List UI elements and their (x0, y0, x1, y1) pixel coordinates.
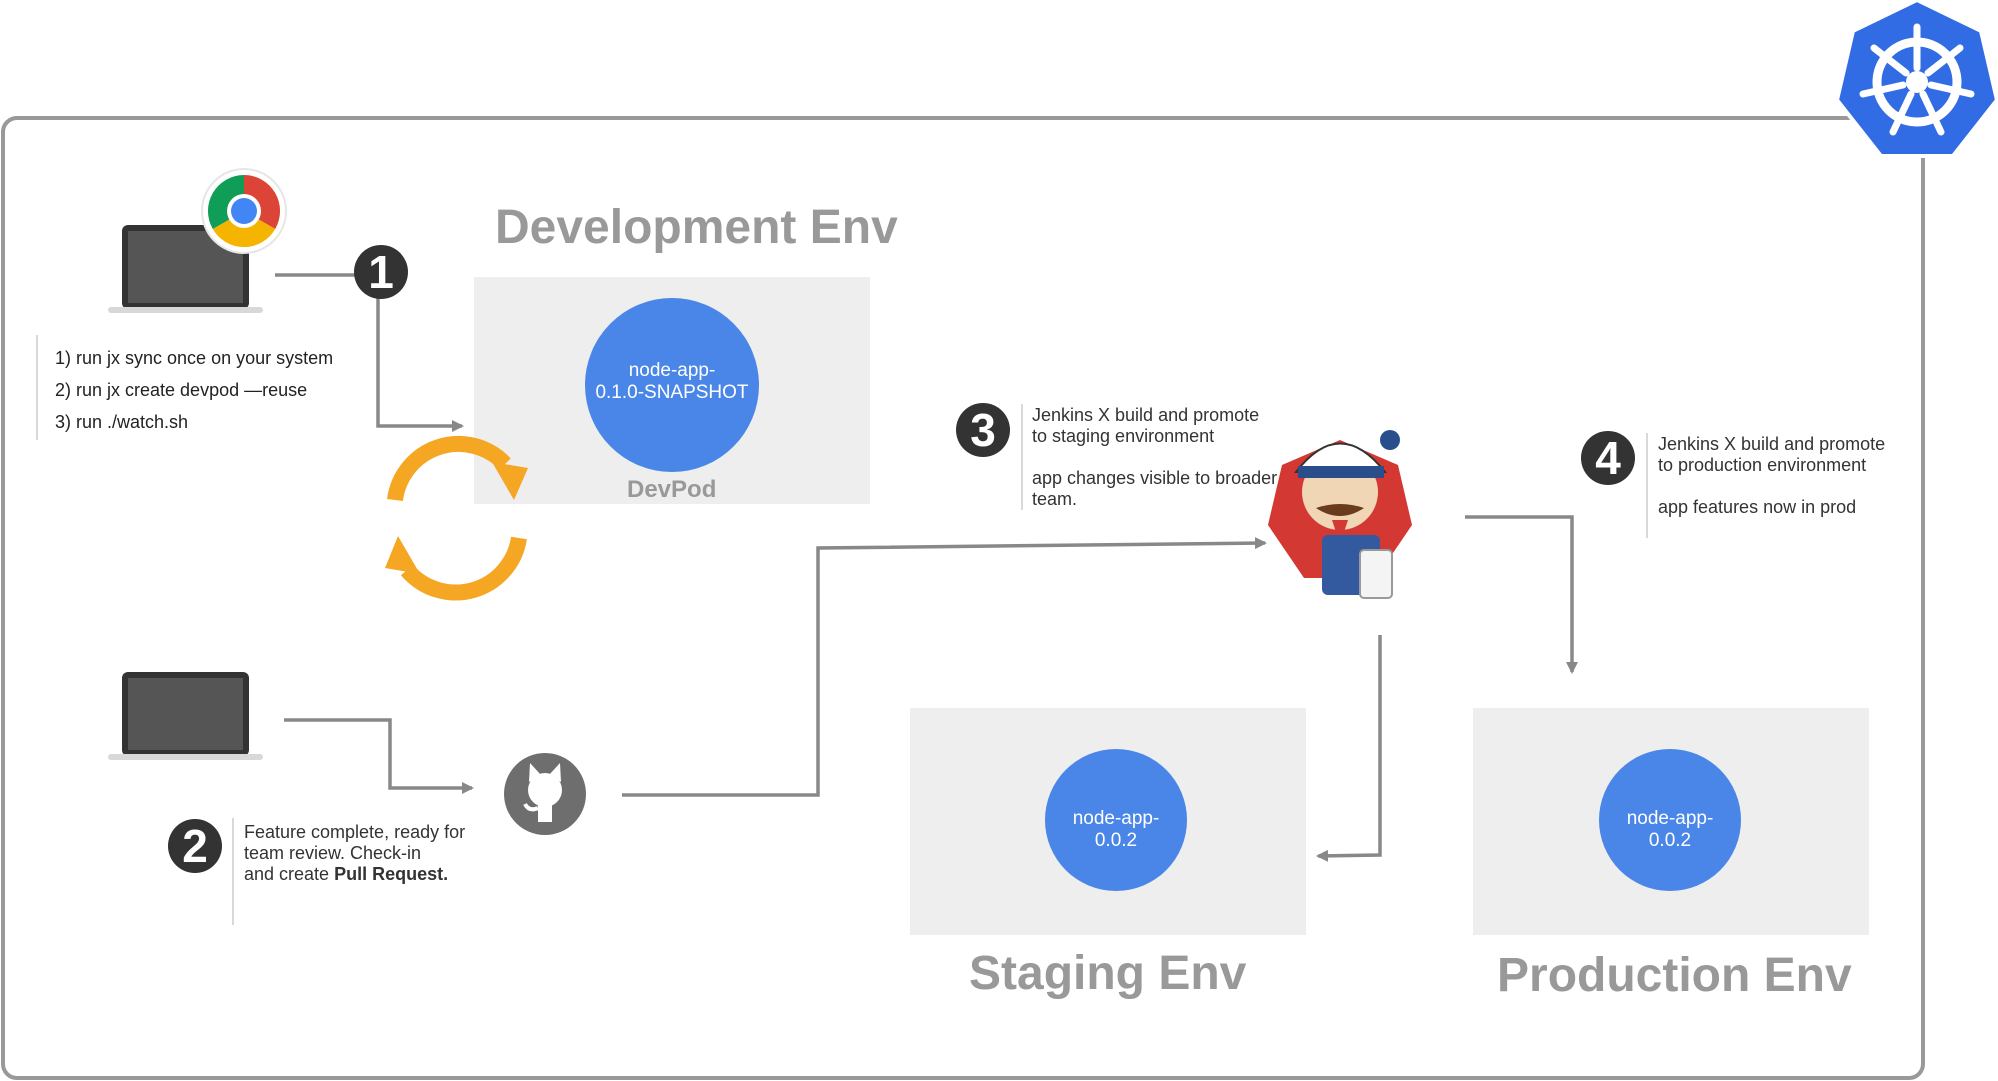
step-3-number: 3 (970, 404, 996, 456)
production-app-circle (1599, 749, 1741, 891)
devpod-app-label: node-app- 0.1.0-SNAPSHOT (595, 360, 749, 403)
staging-app-label: node-app- 0.0.2 (1072, 808, 1160, 851)
step-3-note: Jenkins X build and promote to staging e… (1032, 405, 1278, 509)
devpod-label: DevPod (627, 476, 717, 503)
step-2-number: 2 (182, 820, 208, 872)
devpod-app-circle (585, 298, 759, 472)
jenkins-icon (1268, 430, 1412, 599)
staging-app-circle (1045, 749, 1187, 891)
production-env-title: Production Env (1497, 949, 1852, 1002)
arrow-laptop-to-github (284, 718, 474, 794)
step-1-badge (354, 245, 408, 299)
step-4-note: Jenkins X build and promote to productio… (1658, 434, 1886, 517)
kubernetes-logo-icon (1834, 0, 1998, 158)
step-1-instructions: 1) run jx sync once on your system 2) ru… (55, 348, 334, 432)
cluster-border (1, 116, 1925, 1080)
sync-icon (385, 435, 528, 601)
staging-env-title: Staging Env (969, 947, 1247, 1000)
step-2-note: Feature complete, ready for team review.… (244, 822, 466, 884)
chrome-icon (201, 168, 287, 254)
production-app-label: node-app- 0.0.2 (1626, 808, 1714, 851)
laptop-icon (108, 225, 263, 313)
github-icon (504, 753, 586, 835)
step-1-number: 1 (368, 246, 394, 298)
step-4-number: 4 (1595, 432, 1621, 484)
arrow-jenkins-to-production (1465, 515, 1578, 674)
development-env-title: Development Env (495, 201, 898, 254)
arrow-jenkins-to-staging (1316, 635, 1382, 862)
step-3-badge (956, 403, 1010, 457)
laptop-icon (108, 672, 263, 760)
arrow-laptop-to-devpod (275, 273, 464, 432)
arrow-github-to-jenkins (622, 537, 1267, 797)
step-2-badge (168, 819, 222, 873)
step-4-badge (1581, 431, 1635, 485)
